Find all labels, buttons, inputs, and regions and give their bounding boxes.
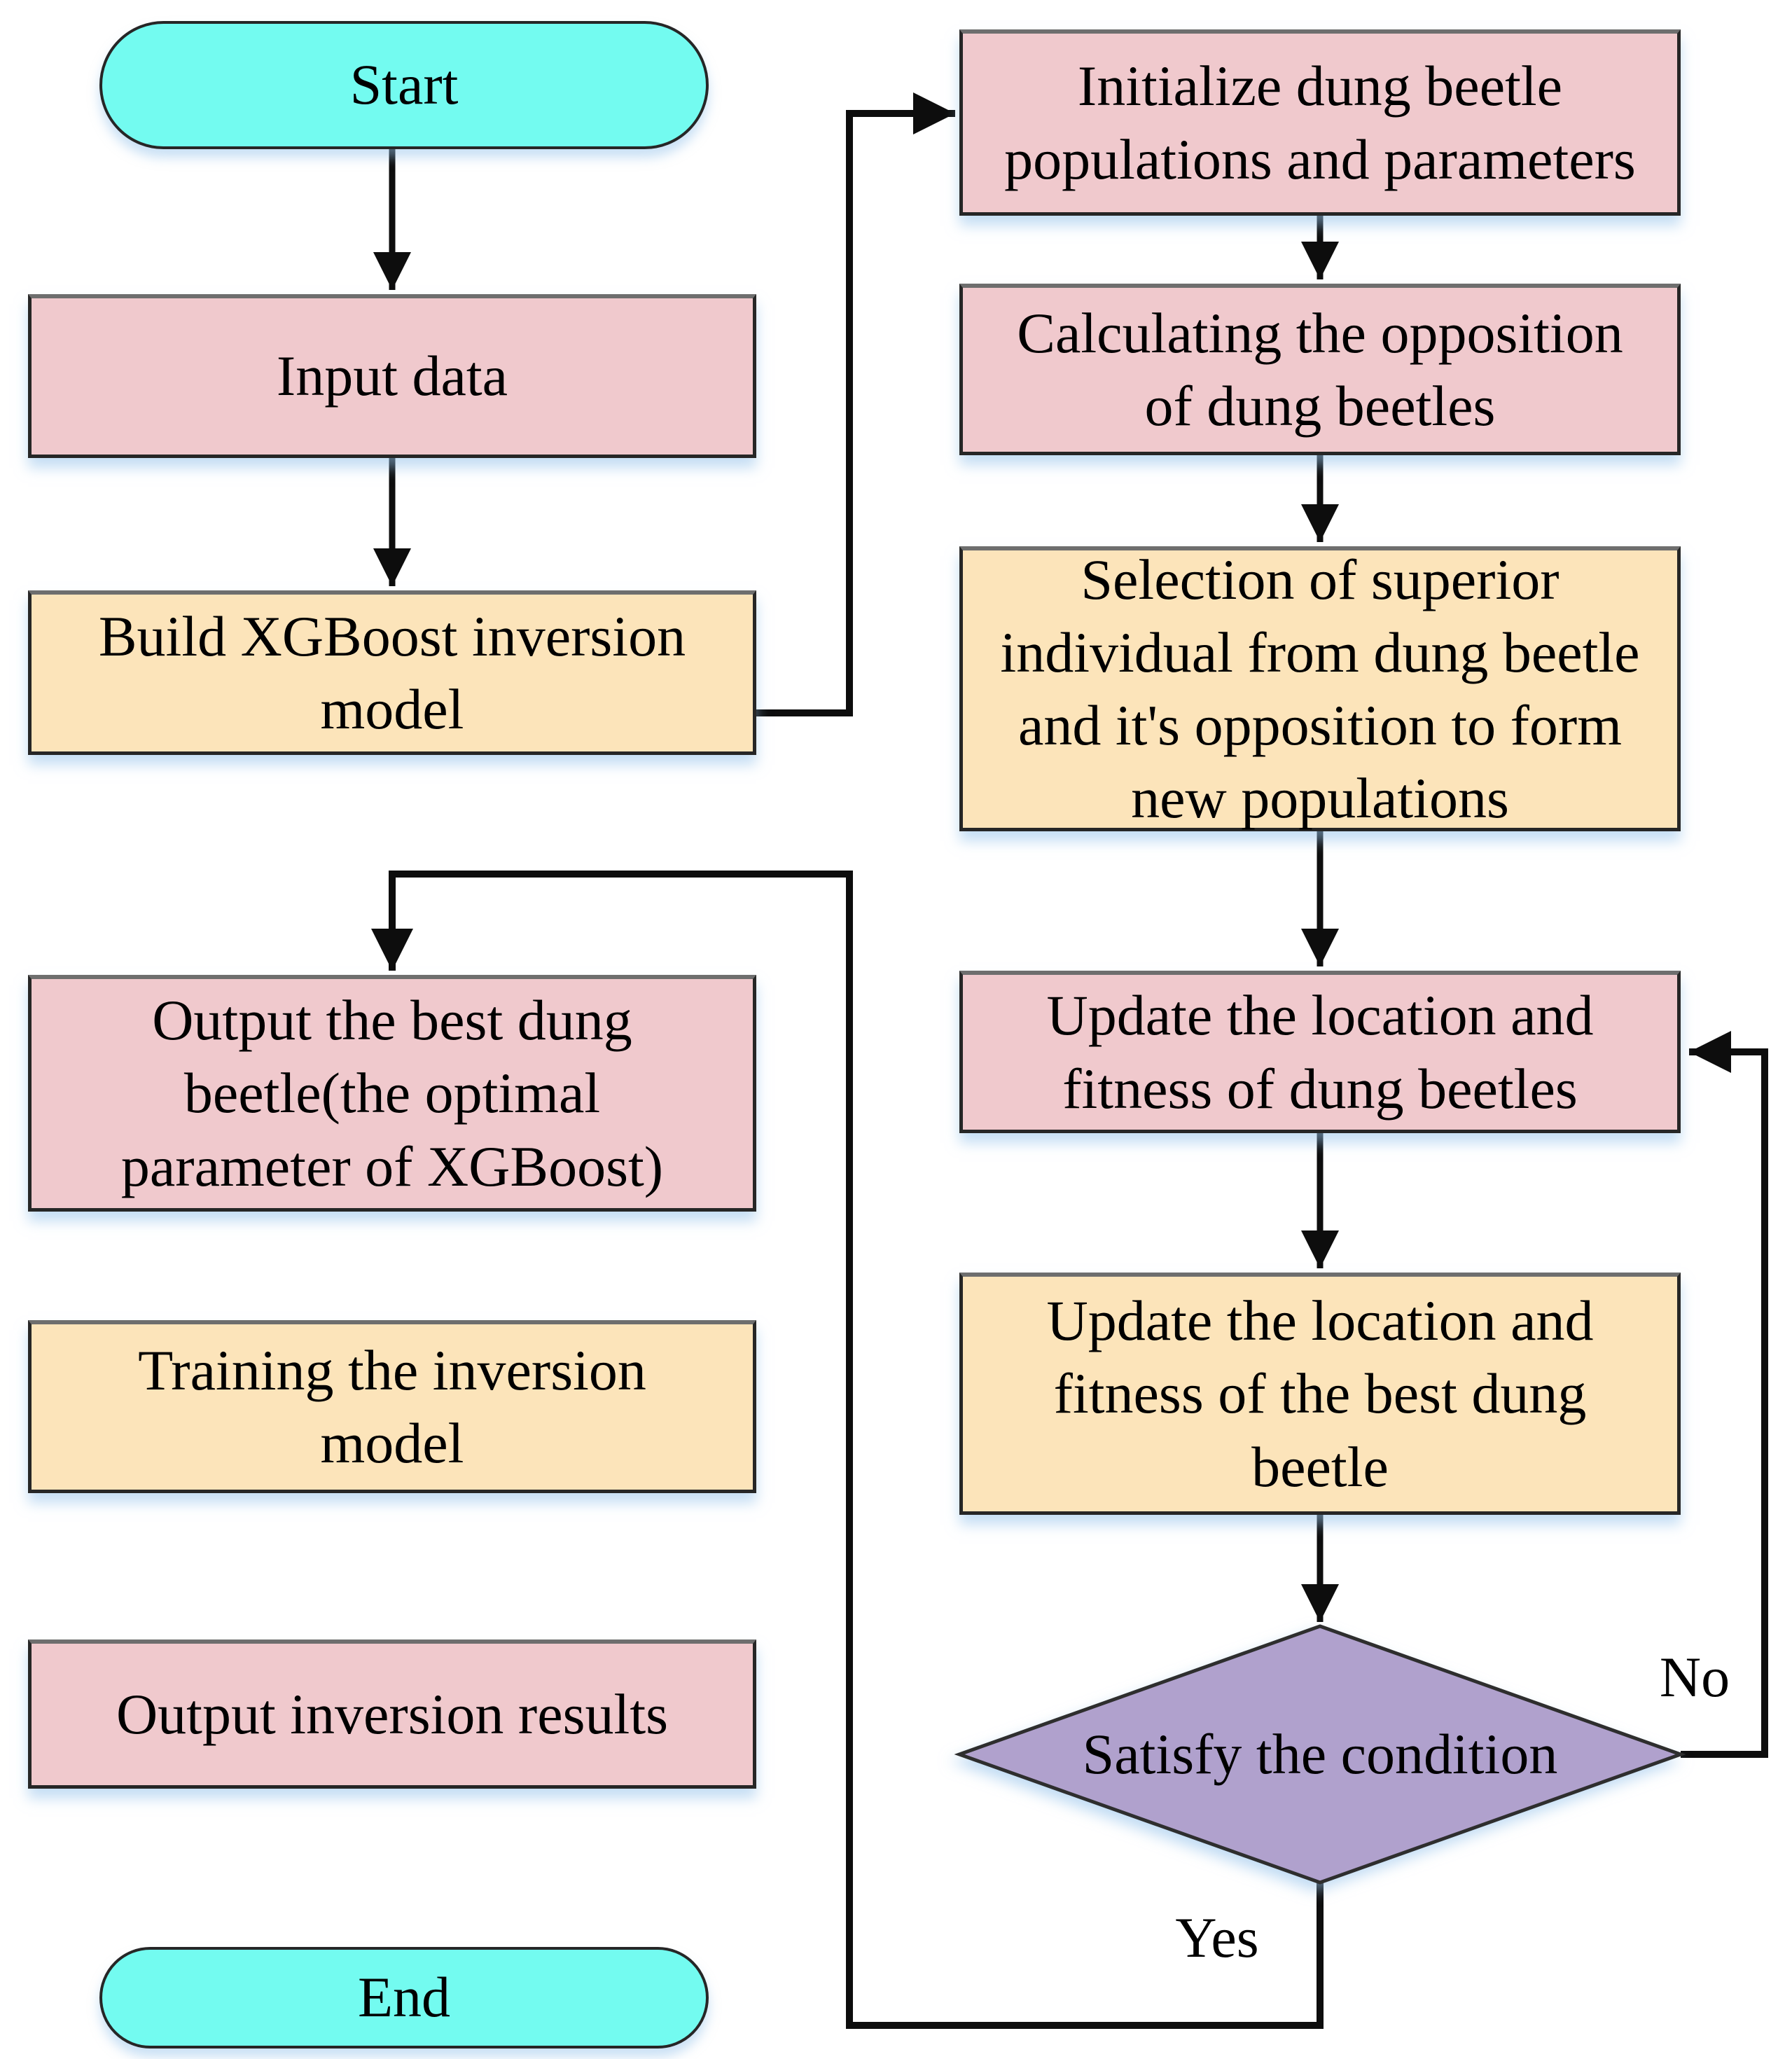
edge-condition-no-loop (1681, 1031, 1768, 1758)
node-selection: Selection of superior individual from du… (959, 546, 1681, 831)
node-end: End (99, 1947, 709, 2048)
node-input-data: Input data (28, 294, 756, 458)
edge-build-to-initialize (756, 92, 955, 716)
node-update-best: Update the location and fitness of the b… (959, 1273, 1681, 1515)
edge-label-yes: Yes (1175, 1906, 1259, 1969)
node-update-beetles: Update the location and fitness of dung … (959, 971, 1681, 1133)
edge-condition-yes-loop (371, 871, 1324, 2029)
edge-label-no: No (1659, 1645, 1730, 1709)
node-initialize: Initialize dung beetle populations and p… (959, 29, 1681, 216)
node-calculating: Calculating the opposition of dung beetl… (959, 284, 1681, 455)
condition-diamond (954, 1624, 1686, 1885)
node-output-best: Output the best dung beetle(the optimal … (28, 975, 756, 1212)
node-training: Training the inversion model (28, 1320, 756, 1493)
node-start: Start (99, 21, 709, 149)
node-build-model: Build XGBoost inversion model (28, 590, 756, 755)
node-output-results: Output inversion results (28, 1639, 756, 1789)
node-condition-label: Satisfy the condition (1082, 1721, 1558, 1786)
